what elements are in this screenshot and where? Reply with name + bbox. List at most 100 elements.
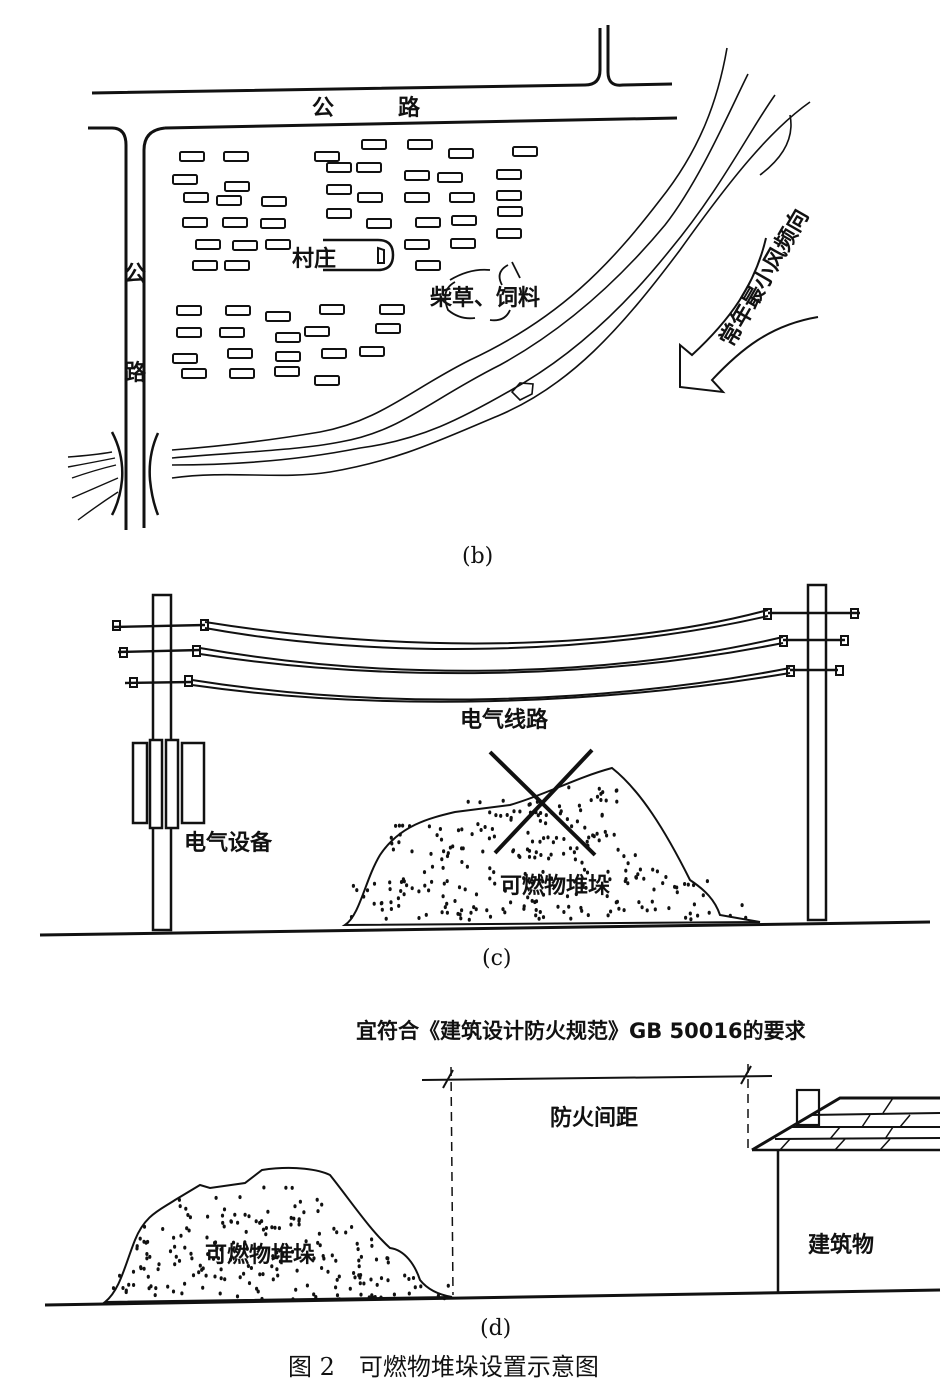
pile-dot xyxy=(257,1245,261,1250)
pile-dot xyxy=(388,880,392,885)
pile-dot xyxy=(191,1273,196,1278)
pile-dot xyxy=(289,1222,293,1227)
house-icon xyxy=(449,192,475,203)
pile-dot xyxy=(446,1283,450,1288)
pile-dot xyxy=(572,850,577,855)
pile-dot xyxy=(559,809,563,814)
road-left-edge-outer xyxy=(88,126,128,530)
pile-dot xyxy=(600,813,604,818)
panel-c-caption: (c) xyxy=(482,946,512,971)
house-icon xyxy=(216,195,242,206)
pile-dot xyxy=(541,869,545,874)
pile-dot xyxy=(359,1292,363,1297)
pile-dot xyxy=(233,1212,237,1217)
pile-dot xyxy=(187,1228,191,1233)
pile-dot xyxy=(356,1247,360,1252)
pile-dot xyxy=(405,883,409,888)
river xyxy=(67,47,811,521)
pile-dot xyxy=(407,1291,411,1296)
pile-dot xyxy=(147,1286,151,1291)
pile-dot xyxy=(463,887,467,892)
pile-label-c: 可燃物堆垛 xyxy=(500,873,610,899)
road-top-branch-right xyxy=(606,25,673,87)
pile-dot xyxy=(178,1204,182,1209)
pile-dot xyxy=(527,854,532,859)
pile-dot xyxy=(587,835,591,840)
pile-dot xyxy=(172,1235,176,1240)
pile-dot xyxy=(379,901,383,906)
pile-dot xyxy=(403,1273,407,1278)
pile-dot xyxy=(683,882,687,886)
ground-line-d xyxy=(44,1288,941,1307)
pile-dot xyxy=(146,1239,150,1244)
pile-dot xyxy=(460,846,464,851)
pile-dot xyxy=(465,864,469,869)
pile-dot xyxy=(445,910,449,915)
pile-dot xyxy=(290,1249,295,1254)
pile-dot xyxy=(617,906,621,911)
pile-dot xyxy=(189,1251,193,1256)
house-icon xyxy=(326,162,352,173)
dimension-tick-right xyxy=(740,1065,752,1085)
pile-dot xyxy=(569,916,573,921)
pile-dot xyxy=(369,1277,373,1282)
pile-dot xyxy=(728,913,732,918)
house-icon xyxy=(404,192,430,203)
pile-dot xyxy=(472,905,476,910)
pile-dot xyxy=(440,857,444,862)
pile-dot xyxy=(552,884,557,889)
pile-dot xyxy=(213,1274,217,1279)
pile-dot xyxy=(386,1256,390,1261)
pile-dot xyxy=(605,833,609,838)
pile-dot xyxy=(575,819,580,824)
pile-dot xyxy=(399,889,403,893)
pile-dot xyxy=(544,813,548,818)
pile-dot xyxy=(386,1278,390,1283)
pile-dot xyxy=(692,883,696,888)
pile-dot xyxy=(246,1264,250,1268)
pile-dot xyxy=(312,1292,316,1297)
road-top-label-1: 公 xyxy=(312,96,334,121)
pile-dot xyxy=(131,1269,136,1274)
pile-dot xyxy=(442,881,446,886)
pile-dot xyxy=(389,900,393,905)
pile-dot xyxy=(276,1273,280,1278)
pile-dot xyxy=(316,1209,320,1214)
pile-dot xyxy=(297,1218,301,1223)
pile-dot xyxy=(221,1220,225,1225)
prohibited-x-icon xyxy=(488,748,597,857)
pile-dot xyxy=(398,832,402,837)
pile-dot xyxy=(417,889,421,894)
pile-dot xyxy=(357,1258,361,1263)
pile-dot xyxy=(624,868,628,873)
house-icon xyxy=(260,218,286,229)
pile-dot xyxy=(275,1250,279,1255)
pile-dot xyxy=(595,794,600,799)
pile-dot xyxy=(547,856,551,861)
house-icon xyxy=(261,196,287,207)
pile-dot xyxy=(238,1275,242,1280)
pile-dot xyxy=(402,892,406,897)
pile-dot xyxy=(314,1295,318,1299)
pile-dot xyxy=(335,1277,339,1282)
pile-dot xyxy=(457,885,462,890)
pile-dot xyxy=(184,1206,188,1211)
panel-d-caption: (d) xyxy=(480,1316,511,1341)
pile-dot xyxy=(557,804,562,809)
pile-dot xyxy=(173,1262,177,1267)
pile-dot xyxy=(220,1213,225,1218)
pile-dot xyxy=(266,1209,270,1214)
pile-dot xyxy=(401,823,405,828)
pile-dot xyxy=(501,798,505,803)
pile-dot xyxy=(264,1232,268,1237)
pile-dot xyxy=(127,1282,131,1287)
pile-dot xyxy=(315,1197,319,1202)
pile-dot xyxy=(352,1271,356,1275)
pile-dot xyxy=(581,883,585,888)
house-icon xyxy=(179,151,205,162)
house-icon xyxy=(496,190,522,201)
pile-dot xyxy=(350,1225,354,1229)
pile-dot xyxy=(542,836,546,841)
pile-dot xyxy=(427,824,431,829)
pile-dot xyxy=(518,809,522,814)
